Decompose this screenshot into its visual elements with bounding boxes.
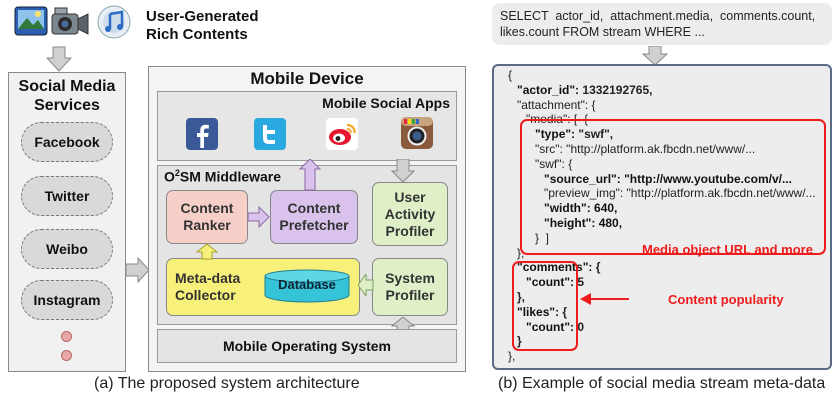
middleware-title-rest: SM Middleware <box>179 168 282 185</box>
content-prefetcher-box: Content Prefetcher <box>270 190 358 244</box>
facebook-icon <box>186 118 218 150</box>
code-text: } <box>517 334 522 349</box>
code-text: }, <box>517 290 526 304</box>
instagram-icon <box>400 116 434 150</box>
middleware-title: O2SM Middleware <box>164 168 281 185</box>
code-line: "swf": { <box>535 157 572 171</box>
middleware-panel: O2SM Middleware Content Ranker Content P… <box>157 165 457 325</box>
system-profiler-box: System Profiler <box>372 258 448 316</box>
code-line: "src": "http://platform.ak.fbcdn.net/www… <box>535 142 755 156</box>
caption-a: (a) The proposed system architecture <box>94 375 360 392</box>
code-key: "type": <box>535 127 576 142</box>
media-highlight-box <box>520 119 826 255</box>
code-value: 480, <box>595 216 623 230</box>
json-panel: {"actor_id": 1332192765,"attachment": {"… <box>492 64 832 370</box>
middleware-title-sup: 2 <box>174 168 180 178</box>
code-text: { <box>508 68 513 82</box>
query-text: SELECT actor_id, attachment.media, comme… <box>500 9 816 39</box>
photo-icon <box>14 4 48 38</box>
arrow-collector-to-ranker <box>195 243 219 260</box>
code-value: 1332192765, <box>579 82 653 97</box>
database-cylinder: Database <box>262 268 352 304</box>
code-text: "attachment": { <box>517 97 596 112</box>
code-key: "likes": <box>517 304 560 319</box>
code-line: }, <box>517 290 525 304</box>
arrow-ranker-to-prefetcher <box>247 205 270 229</box>
popularity-highlight-box <box>512 261 578 351</box>
code-text: "src": "http://platform.ak.fbcdn.net/www… <box>535 142 756 156</box>
code-line: "count": 0 <box>526 320 584 334</box>
mobile-os-label: Mobile Operating System <box>222 338 392 354</box>
code-line: "attachment": { <box>517 98 596 112</box>
code-key: "height": <box>544 216 596 230</box>
twitter-icon <box>254 118 286 150</box>
code-value: 5 <box>574 275 585 290</box>
services-title: Social Media Services <box>18 78 116 114</box>
middleware-title-o: O <box>164 168 175 185</box>
code-value: 0 <box>574 319 585 334</box>
service-facebook: Facebook <box>21 122 113 162</box>
code-line: }, <box>508 349 515 363</box>
code-key: "width": <box>544 201 591 216</box>
service-instagram: Instagram <box>21 280 113 320</box>
arrow-prefetcher-to-apps <box>298 158 322 191</box>
service-weibo: Weibo <box>21 229 113 269</box>
code-value: "swf", <box>575 127 614 142</box>
code-line: "source_url": "http://www.youtube.com/v/… <box>544 172 792 186</box>
rich-contents-label: User-Generated Rich Contents <box>146 8 259 43</box>
user-activity-profiler-box: User Activity Profiler <box>372 182 448 246</box>
code-line: "count": 5 <box>526 275 584 289</box>
popularity-annotation: Content popularity <box>668 292 784 307</box>
code-text: "preview_img": "http://platform.ak.fbcdn… <box>544 186 816 201</box>
code-key: "count": <box>526 319 575 334</box>
video-camera-icon <box>50 4 90 40</box>
code-text: } ] <box>535 230 550 245</box>
code-key: "actor_id": <box>517 82 580 97</box>
code-text: }, <box>517 245 525 260</box>
code-key: "count": <box>526 275 575 290</box>
caption-b: (b) Example of social media stream meta-… <box>498 375 826 392</box>
code-line: "likes": { <box>517 305 567 319</box>
code-line: }, <box>517 246 524 260</box>
arrow-query-to-json <box>641 45 669 66</box>
mobile-device-title: Mobile Device <box>250 69 364 88</box>
query-box: SELECT actor_id, attachment.media, comme… <box>492 3 832 45</box>
code-line: "preview_img": "http://platform.ak.fbcdn… <box>544 186 816 200</box>
code-line: "width": 640, <box>544 201 617 215</box>
weibo-icon <box>326 118 358 150</box>
code-text: }, <box>508 349 516 364</box>
social-media-services-panel: Social Media Services Facebook Twitter W… <box>8 72 126 372</box>
code-line: } ] <box>535 231 549 245</box>
code-value: 640, <box>590 201 618 216</box>
metadata-collector-label: Meta-data Collector <box>175 270 241 303</box>
media-annotation: Media object URL and more <box>642 242 813 257</box>
code-value: "http://www.youtube.com/v/... <box>620 171 792 186</box>
popularity-arrow <box>580 292 630 305</box>
arrow-apps-to-profiler <box>390 158 416 183</box>
arrow-down-to-services <box>45 46 73 72</box>
code-text: "swf": { <box>535 156 573 171</box>
arrow-right-to-device <box>125 256 150 284</box>
mobile-os-bar: Mobile Operating System <box>157 329 457 363</box>
code-key: "source_url": <box>544 171 621 186</box>
mobile-social-apps-panel: Mobile Social Apps <box>157 91 457 161</box>
code-line: "type": "swf", <box>535 127 613 141</box>
ellipsis-dot <box>61 350 72 361</box>
arrow-profiler-to-collector <box>357 272 374 298</box>
content-ranker-box: Content Ranker <box>166 190 248 244</box>
service-twitter: Twitter <box>21 176 113 216</box>
code-line: "height": 480, <box>544 216 622 230</box>
database-label: Database <box>278 277 336 292</box>
metadata-collector-box: Meta-data Collector <box>166 258 360 316</box>
music-note-icon <box>96 4 132 40</box>
code-value: { <box>592 260 601 275</box>
mobile-device-panel: Mobile Device Mobile Social Apps O2SM Mi… <box>148 66 466 372</box>
code-line: { <box>508 68 512 82</box>
ellipsis-dot <box>61 331 72 342</box>
code-line: } <box>517 334 522 348</box>
json-code: {"actor_id": 1332192765,"attachment": {"… <box>508 68 830 368</box>
code-value: { <box>559 304 568 319</box>
apps-title: Mobile Social Apps <box>322 95 450 111</box>
code-line: "actor_id": 1332192765, <box>517 83 652 97</box>
